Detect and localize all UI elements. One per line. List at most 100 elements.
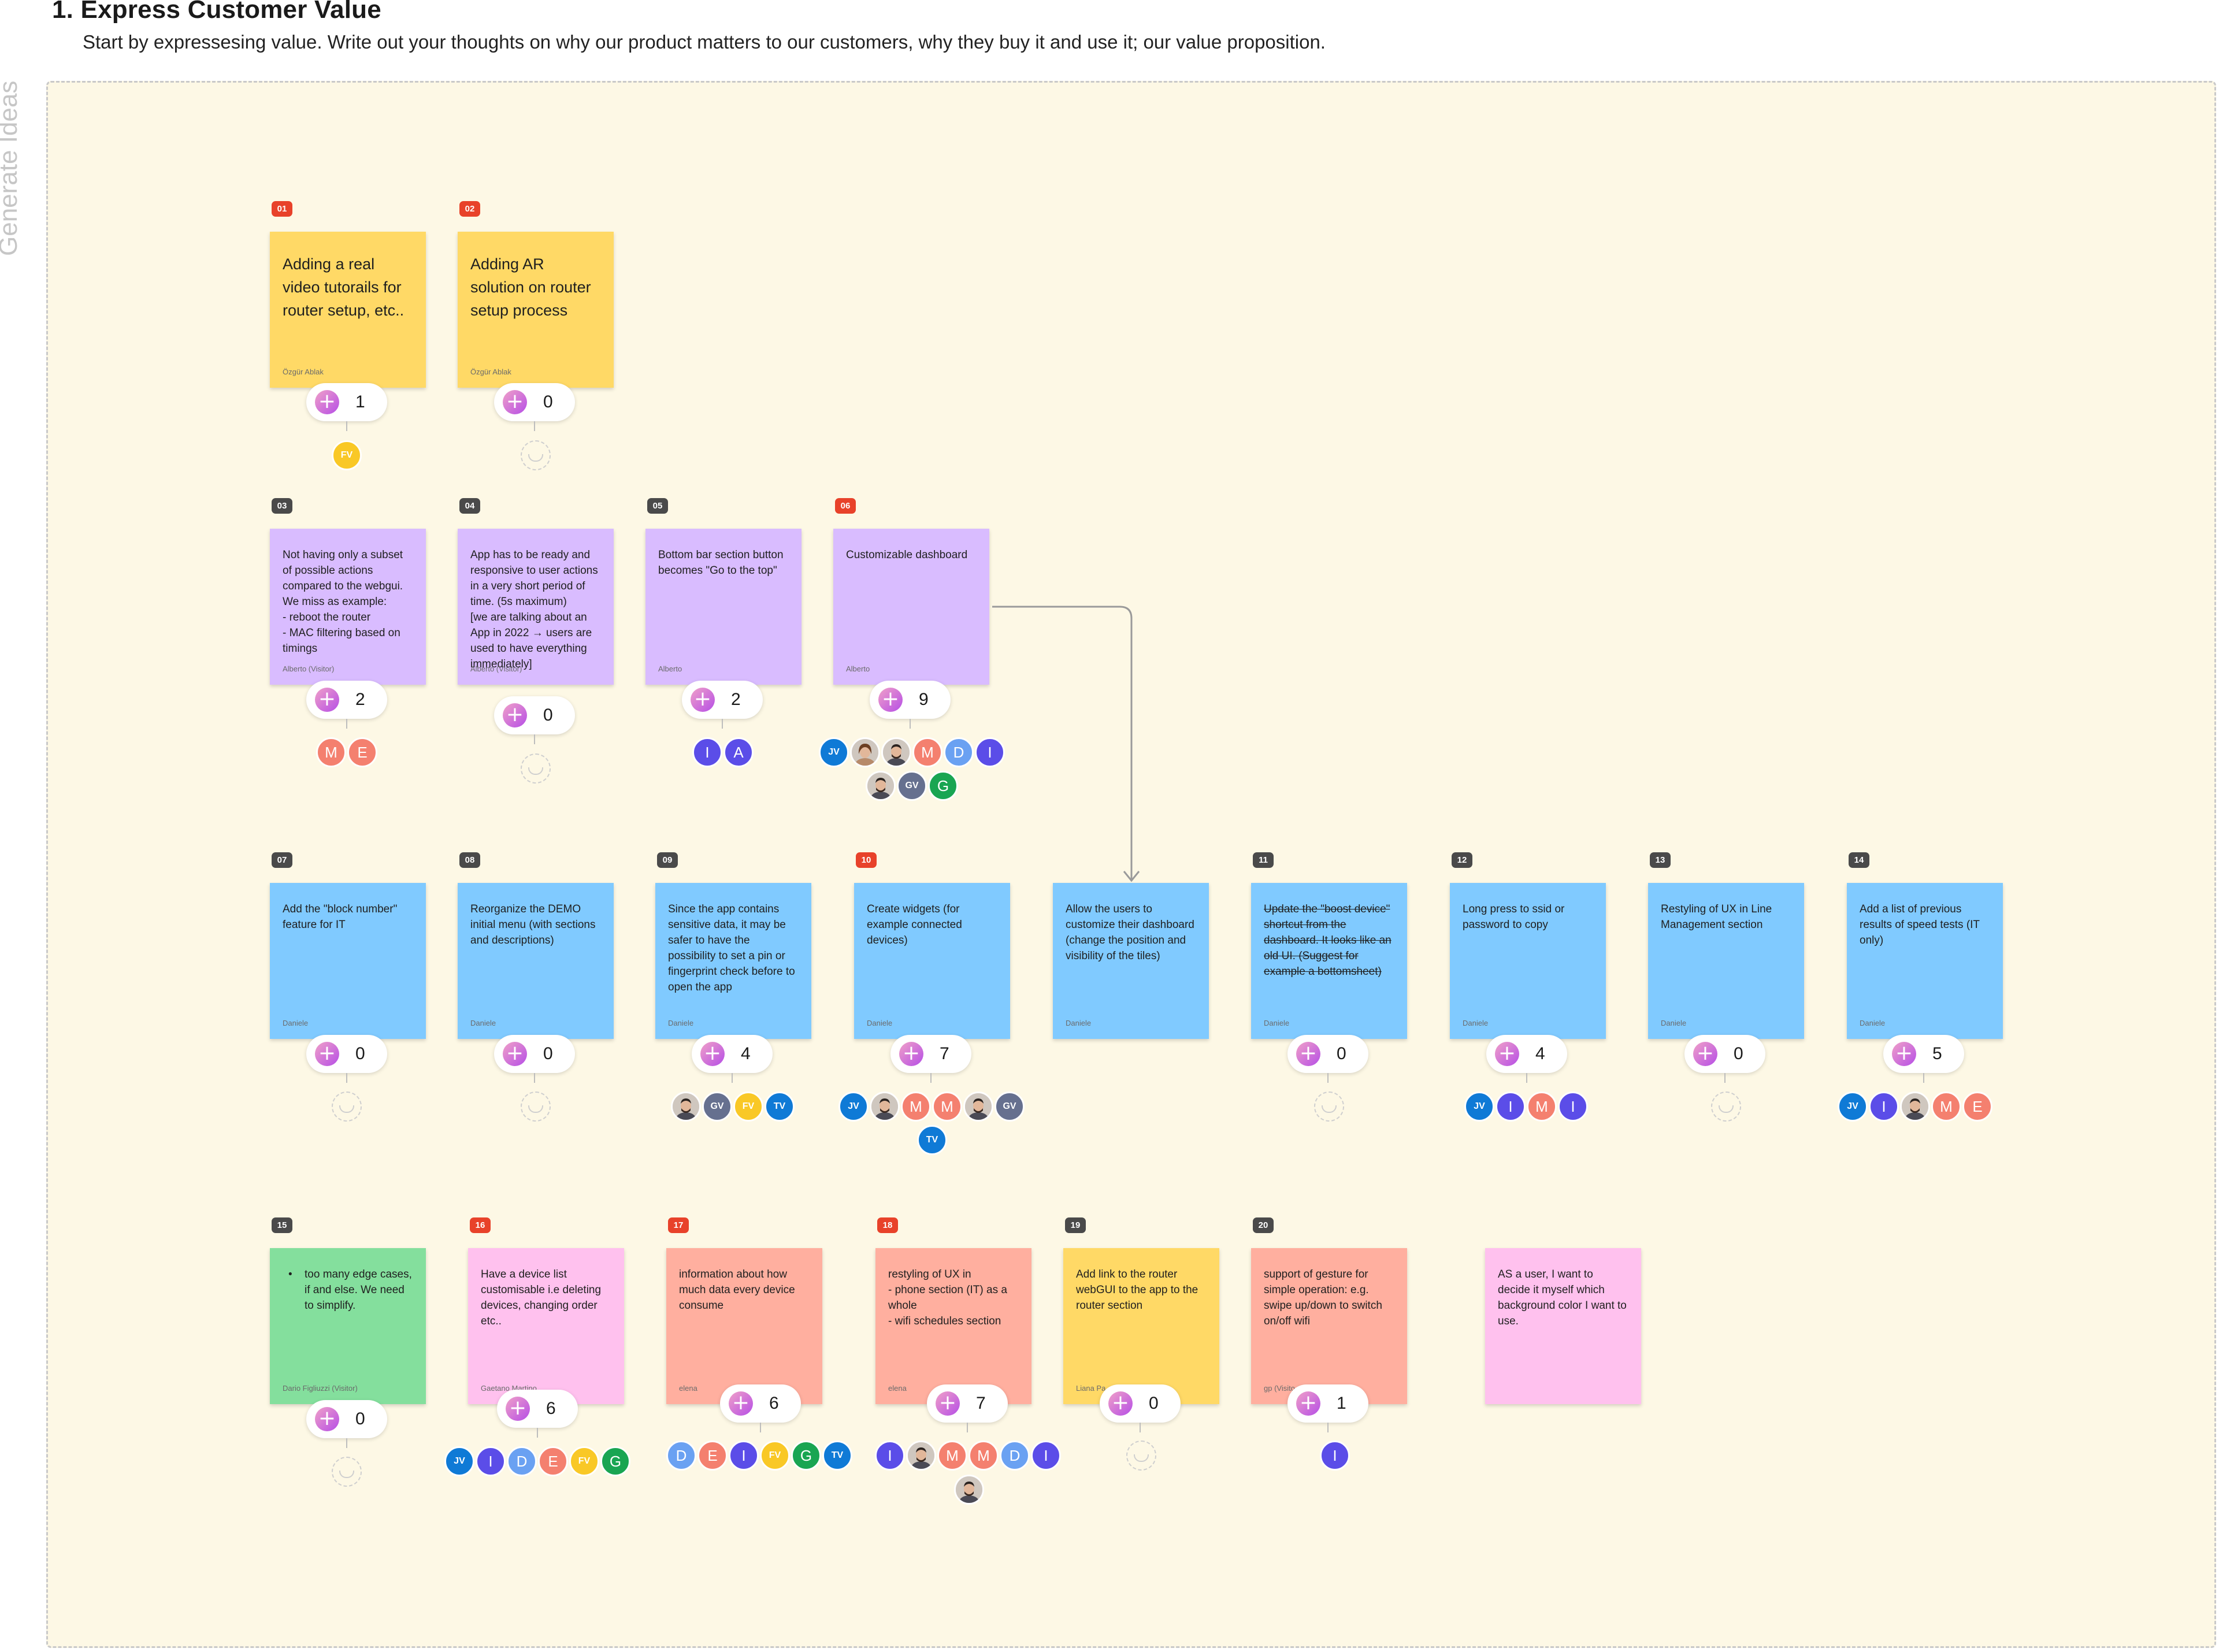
add-vote-plus-icon[interactable]: + bbox=[1296, 1042, 1320, 1066]
vote-pill[interactable]: +0 bbox=[494, 696, 575, 734]
voter-avatar[interactable]: I bbox=[1320, 1441, 1350, 1471]
voter-avatar[interactable]: FV bbox=[569, 1446, 599, 1476]
vote-pill[interactable]: +0 bbox=[494, 383, 575, 421]
voter-avatar[interactable]: FV bbox=[332, 440, 362, 470]
sticky-note[interactable]: support of gesture for simple operation:… bbox=[1251, 1248, 1407, 1404]
add-vote-plus-icon[interactable]: + bbox=[1693, 1042, 1717, 1066]
voter-avatar[interactable]: D bbox=[507, 1446, 537, 1476]
voter-avatar[interactable]: M bbox=[1931, 1092, 1961, 1122]
vote-pill[interactable]: +0 bbox=[1100, 1384, 1181, 1423]
voter-avatar[interactable]: M bbox=[316, 737, 346, 767]
voter-avatar[interactable]: JV bbox=[838, 1092, 869, 1122]
vote-pill[interactable]: +0 bbox=[1287, 1035, 1368, 1073]
sticky-note[interactable]: Add link to the router webGUI to the app… bbox=[1063, 1248, 1219, 1404]
sticky-note[interactable]: Create widgets (for example connected de… bbox=[854, 883, 1010, 1039]
add-vote-plus-icon[interactable]: + bbox=[1495, 1042, 1519, 1066]
sticky-note[interactable]: App has to be ready and responsive to us… bbox=[458, 529, 614, 685]
vote-pill[interactable]: +7 bbox=[890, 1035, 971, 1073]
add-vote-plus-icon[interactable]: + bbox=[729, 1391, 753, 1416]
add-vote-plus-icon[interactable]: + bbox=[878, 688, 903, 712]
voter-avatar[interactable]: M bbox=[912, 737, 942, 767]
voter-avatar[interactable]: I bbox=[1496, 1092, 1526, 1122]
voter-avatar[interactable]: I bbox=[692, 737, 722, 767]
add-vote-plus-icon[interactable]: + bbox=[315, 1407, 339, 1431]
add-vote-plus-icon[interactable]: + bbox=[503, 390, 527, 414]
voter-avatar[interactable]: G bbox=[791, 1441, 821, 1471]
add-vote-plus-icon[interactable]: + bbox=[936, 1391, 960, 1416]
vote-pill[interactable]: +4 bbox=[1486, 1035, 1567, 1073]
voter-avatar[interactable]: M bbox=[932, 1092, 962, 1122]
voter-avatar[interactable]: E bbox=[1962, 1092, 1992, 1122]
voter-avatar[interactable]: D bbox=[666, 1441, 696, 1471]
voter-avatar[interactable]: FV bbox=[760, 1441, 790, 1471]
voter-avatar[interactable]: GV bbox=[897, 771, 927, 801]
voter-avatar[interactable]: M bbox=[901, 1092, 931, 1122]
sticky-note[interactable]: information about how much data every de… bbox=[666, 1248, 822, 1404]
voter-avatar[interactable]: M bbox=[969, 1441, 999, 1471]
voter-avatar[interactable]: E bbox=[538, 1446, 568, 1476]
voter-avatar-photo[interactable] bbox=[671, 1092, 701, 1122]
sticky-note[interactable]: Bottom bar section button becomes "Go to… bbox=[645, 529, 801, 685]
voter-avatar[interactable]: JV bbox=[1464, 1092, 1494, 1122]
add-vote-plus-icon[interactable]: + bbox=[503, 703, 527, 727]
vote-pill[interactable]: +4 bbox=[692, 1035, 773, 1073]
voter-avatar[interactable]: D bbox=[1000, 1441, 1030, 1471]
voter-avatar[interactable]: TV bbox=[917, 1125, 947, 1155]
add-vote-plus-icon[interactable]: + bbox=[506, 1397, 530, 1421]
voter-avatar[interactable]: G bbox=[928, 771, 958, 801]
voter-avatar[interactable]: I bbox=[975, 737, 1005, 767]
voter-avatar[interactable]: I bbox=[1558, 1092, 1588, 1122]
voter-avatar[interactable]: I bbox=[1031, 1441, 1061, 1471]
voter-avatar[interactable]: JV bbox=[444, 1446, 474, 1476]
sticky-note[interactable]: Not having only a subset of possible act… bbox=[270, 529, 426, 685]
add-vote-plus-icon[interactable]: + bbox=[503, 1042, 527, 1066]
voter-avatar[interactable]: E bbox=[347, 737, 377, 767]
add-vote-plus-icon[interactable]: + bbox=[1108, 1391, 1133, 1416]
sticky-note[interactable]: Since the app contains sensitive data, i… bbox=[655, 883, 811, 1039]
add-vote-plus-icon[interactable]: + bbox=[899, 1042, 923, 1066]
voter-avatar[interactable]: FV bbox=[733, 1092, 763, 1122]
add-vote-plus-icon[interactable]: + bbox=[691, 688, 715, 712]
voter-avatar[interactable]: I bbox=[1869, 1092, 1899, 1122]
add-vote-plus-icon[interactable]: + bbox=[315, 390, 339, 414]
voter-avatar-photo[interactable] bbox=[866, 771, 896, 801]
add-vote-plus-icon[interactable]: + bbox=[315, 688, 339, 712]
voter-avatar[interactable]: I bbox=[875, 1441, 905, 1471]
voter-avatar[interactable]: M bbox=[937, 1441, 967, 1471]
sticky-note[interactable]: AS a user, I want to decide it myself wh… bbox=[1485, 1248, 1641, 1404]
voter-avatar-photo[interactable] bbox=[881, 737, 911, 767]
add-vote-plus-icon[interactable]: + bbox=[315, 1042, 339, 1066]
voter-avatar[interactable]: TV bbox=[822, 1441, 852, 1471]
vote-pill[interactable]: +0 bbox=[306, 1400, 387, 1438]
sticky-note[interactable]: Update the "boost device" shortcut from … bbox=[1251, 883, 1407, 1039]
sticky-note[interactable]: Add a list of previous results of speed … bbox=[1847, 883, 2003, 1039]
sticky-note[interactable]: •too many edge cases, if and else. We ne… bbox=[270, 1248, 426, 1404]
voter-avatar-photo[interactable] bbox=[1900, 1092, 1930, 1122]
vote-pill[interactable]: +0 bbox=[494, 1035, 575, 1073]
vote-pill[interactable]: +2 bbox=[682, 681, 763, 719]
add-vote-plus-icon[interactable]: + bbox=[1296, 1391, 1320, 1416]
voter-avatar[interactable]: E bbox=[697, 1441, 728, 1471]
vote-pill[interactable]: +0 bbox=[1684, 1035, 1765, 1073]
vote-pill[interactable]: +9 bbox=[870, 681, 951, 719]
sticky-note[interactable]: Adding a real video tutorails for router… bbox=[270, 232, 426, 388]
vote-pill[interactable]: +1 bbox=[306, 383, 387, 421]
voter-avatar-photo[interactable] bbox=[906, 1441, 936, 1471]
voter-avatar[interactable]: JV bbox=[819, 737, 849, 767]
voter-avatar[interactable]: I bbox=[476, 1446, 506, 1476]
sticky-note[interactable]: Have a device list customisable i.e dele… bbox=[468, 1248, 624, 1404]
voter-avatar[interactable]: JV bbox=[1838, 1092, 1868, 1122]
vote-pill[interactable]: +0 bbox=[306, 1035, 387, 1073]
voter-avatar[interactable]: D bbox=[944, 737, 974, 767]
voter-avatar-photo[interactable] bbox=[954, 1475, 984, 1505]
voter-avatar[interactable]: TV bbox=[765, 1092, 795, 1122]
voter-avatar[interactable]: I bbox=[729, 1441, 759, 1471]
add-vote-plus-icon[interactable]: + bbox=[700, 1042, 725, 1066]
voter-avatar-photo[interactable] bbox=[850, 737, 880, 767]
vote-pill[interactable]: +1 bbox=[1287, 1384, 1368, 1423]
voter-avatar[interactable]: GV bbox=[995, 1092, 1025, 1122]
voter-avatar-photo[interactable] bbox=[963, 1092, 993, 1122]
